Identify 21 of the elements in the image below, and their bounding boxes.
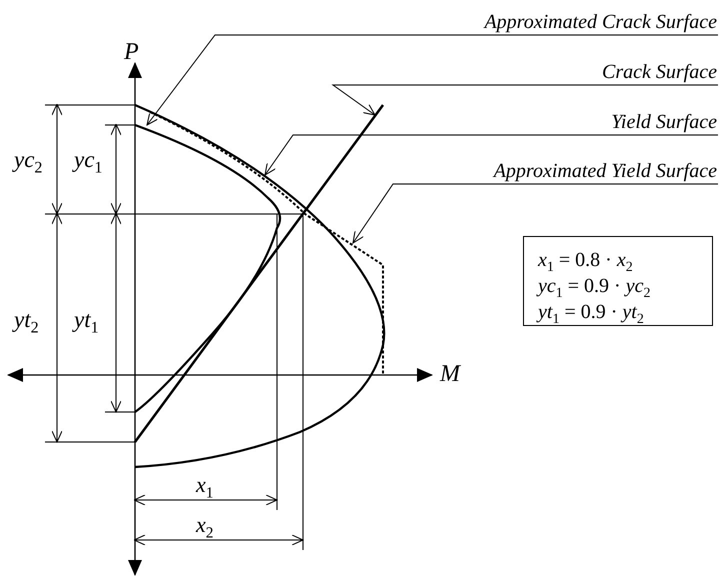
dimension-label: yc$_{2}$ bbox=[14, 148, 42, 179]
formula-box bbox=[523, 236, 713, 326]
leader-line bbox=[352, 184, 718, 244]
dotted-curve bbox=[150, 111, 384, 375]
formula: yc$_{1}$ = 0.9 · yc$_{2}$ bbox=[538, 275, 650, 303]
callout-label: Yield Surface bbox=[611, 111, 717, 133]
dimension-label: x$_{1}$ bbox=[196, 473, 214, 504]
leader-line bbox=[331, 84, 718, 116]
callout-label: Approximated Crack Surface bbox=[484, 11, 717, 33]
formula: x$_{1}$ = 0.8 · x$_{2}$ bbox=[538, 249, 633, 277]
axis-label: M bbox=[440, 362, 460, 386]
dimension-label: yt$_{1}$ bbox=[74, 308, 99, 339]
dimension-label: yt$_{2}$ bbox=[14, 308, 39, 339]
leader-line bbox=[146, 34, 718, 126]
callout-label: Approximated Yield Surface bbox=[494, 160, 717, 182]
formula: yt$_{1}$ = 0.9 · yt$_{2}$ bbox=[538, 301, 644, 329]
callout-label: Crack Surface bbox=[602, 61, 717, 83]
leader-line bbox=[264, 134, 718, 176]
dimension-label: yc$_{1}$ bbox=[74, 148, 102, 179]
axis-label: P bbox=[124, 40, 139, 64]
dimension-label: x$_{2}$ bbox=[196, 513, 214, 544]
